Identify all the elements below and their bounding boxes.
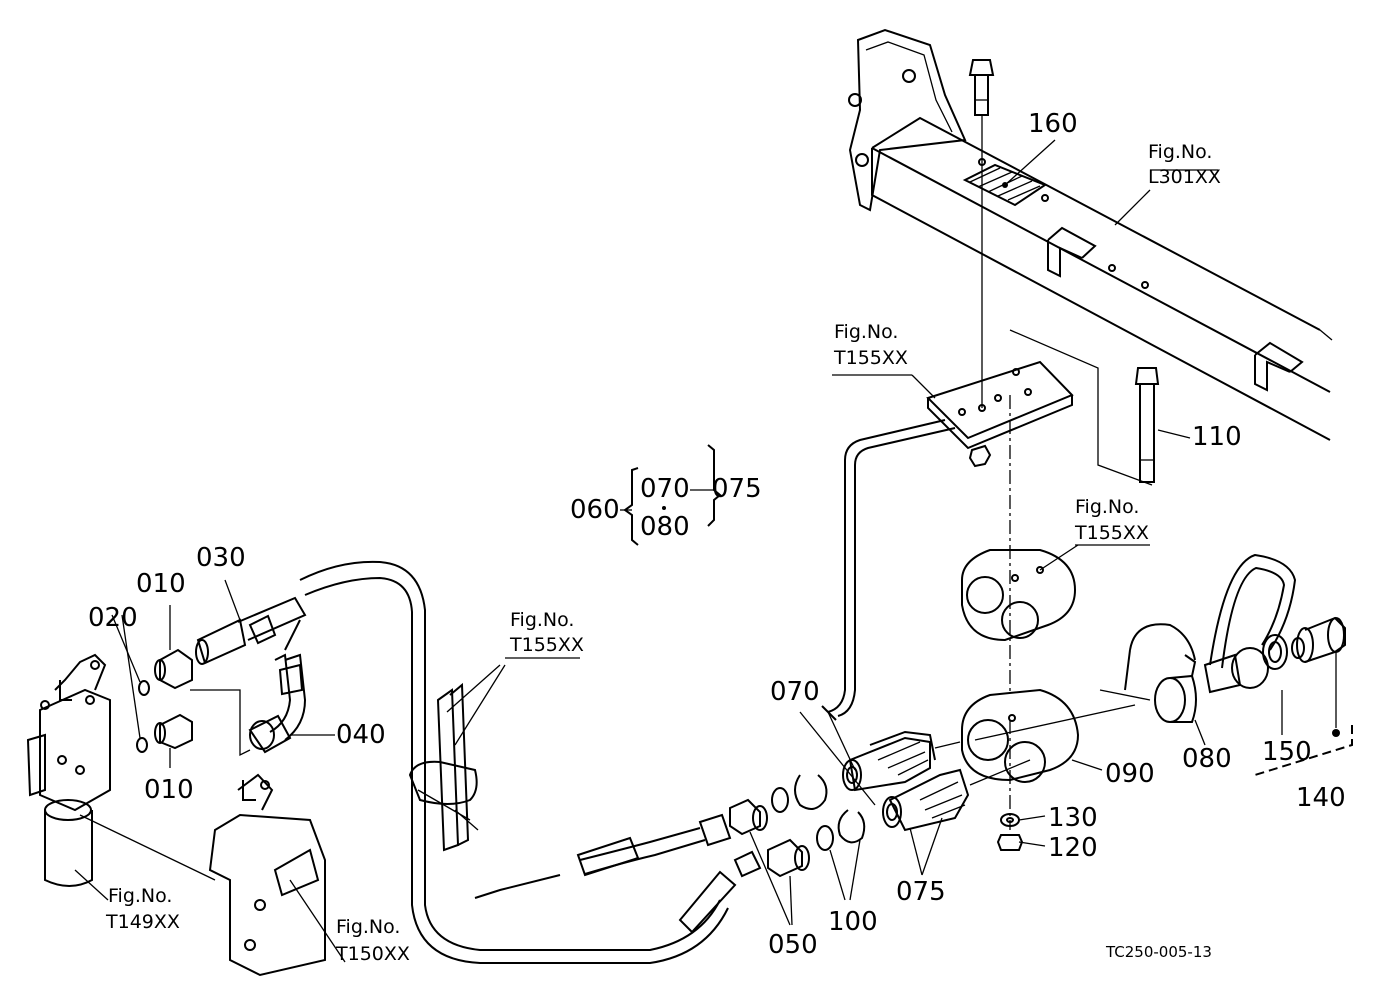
svg-text:T155XX: T155XX — [833, 347, 908, 369]
control-valve-right — [208, 773, 346, 977]
tube-clamp — [408, 664, 506, 852]
part-030-hose-fitting — [195, 579, 307, 665]
svg-text:T150XX: T150XX — [335, 943, 410, 965]
label-010-b: 010 — [144, 775, 194, 805]
upper-clamp-block — [961, 544, 1079, 642]
ref-t155xx-clamp: Fig.No. T155XX — [505, 609, 584, 659]
mounting-plate — [832, 360, 1074, 468]
label-010-a: 010 — [136, 569, 186, 599]
label-160: 160 — [1028, 109, 1078, 139]
label-120: 120 — [1048, 833, 1098, 863]
part-140-coupler — [1254, 616, 1353, 776]
part-070-075-couplers-upper — [842, 730, 961, 792]
part-080-dust-cap — [1124, 623, 1206, 746]
ref-t155xx-plate: Fig.No. T155XX — [833, 321, 908, 369]
label-130: 130 — [1048, 803, 1098, 833]
label-110: 110 — [1192, 422, 1242, 452]
svg-text:T155XX: T155XX — [509, 634, 584, 656]
part-100-snap-rings — [771, 774, 866, 901]
svg-text:Fig.No.: Fig.No. — [510, 609, 574, 631]
part-010-adapters — [111, 605, 193, 768]
label-080-a: 080 — [640, 512, 690, 542]
part-160-label-plate — [962, 139, 1056, 207]
bracket-rod — [821, 419, 956, 721]
label-070-a: 070 — [640, 474, 690, 504]
part-150-shackle — [1203, 553, 1297, 735]
ref-t155xx-holder: Fig.No. T155XX — [1074, 496, 1150, 546]
top-bolt — [968, 59, 995, 408]
ref-l301xx: Fig.No. L301XX — [1148, 141, 1221, 188]
svg-text:Fig.No.: Fig.No. — [108, 885, 172, 907]
bracket-060 — [620, 444, 722, 546]
label-100: 100 — [828, 907, 878, 937]
label-050: 050 — [768, 930, 818, 960]
label-075-a: 075 — [712, 474, 762, 504]
part-110-bolt — [1134, 367, 1191, 483]
svg-text:L301XX: L301XX — [1148, 166, 1221, 188]
control-valve-left — [26, 653, 216, 901]
label-030: 030 — [196, 543, 246, 573]
svg-text:Fig.No.: Fig.No. — [1148, 141, 1212, 163]
frame-bracket — [848, 28, 967, 212]
main-beam — [871, 116, 1333, 441]
label-150: 150 — [1262, 737, 1312, 767]
label-075-b: 075 — [896, 877, 946, 907]
svg-text:Fig.No.: Fig.No. — [336, 916, 400, 938]
part-040-elbow-fitting — [190, 619, 335, 757]
label-020: 020 — [88, 603, 138, 633]
svg-text:T149XX: T149XX — [105, 911, 180, 933]
parts-120-130-nut-washer — [996, 813, 1046, 851]
label-140: 140 — [1296, 783, 1346, 813]
part-070-075-couplers-lower — [882, 759, 1031, 832]
hydraulic-hoses — [299, 560, 762, 964]
ref-t149xx: Fig.No. T149XX — [105, 885, 180, 933]
ref-t150xx: Fig.No. T150XX — [335, 916, 410, 965]
svg-text:T155XX: T155XX — [1074, 522, 1149, 544]
label-040: 040 — [336, 720, 386, 750]
label-070-b: 070 — [770, 677, 820, 707]
label-090: 090 — [1105, 759, 1155, 789]
drawing-code: TC250-005-13 — [1105, 943, 1212, 961]
label-080-b: 080 — [1182, 744, 1232, 774]
label-060: 060 — [570, 495, 620, 525]
part-090-clamp — [961, 688, 1103, 783]
part-050-adapters — [729, 798, 810, 926]
svg-text:Fig.No.: Fig.No. — [834, 321, 898, 343]
svg-text:Fig.No.: Fig.No. — [1075, 496, 1139, 518]
